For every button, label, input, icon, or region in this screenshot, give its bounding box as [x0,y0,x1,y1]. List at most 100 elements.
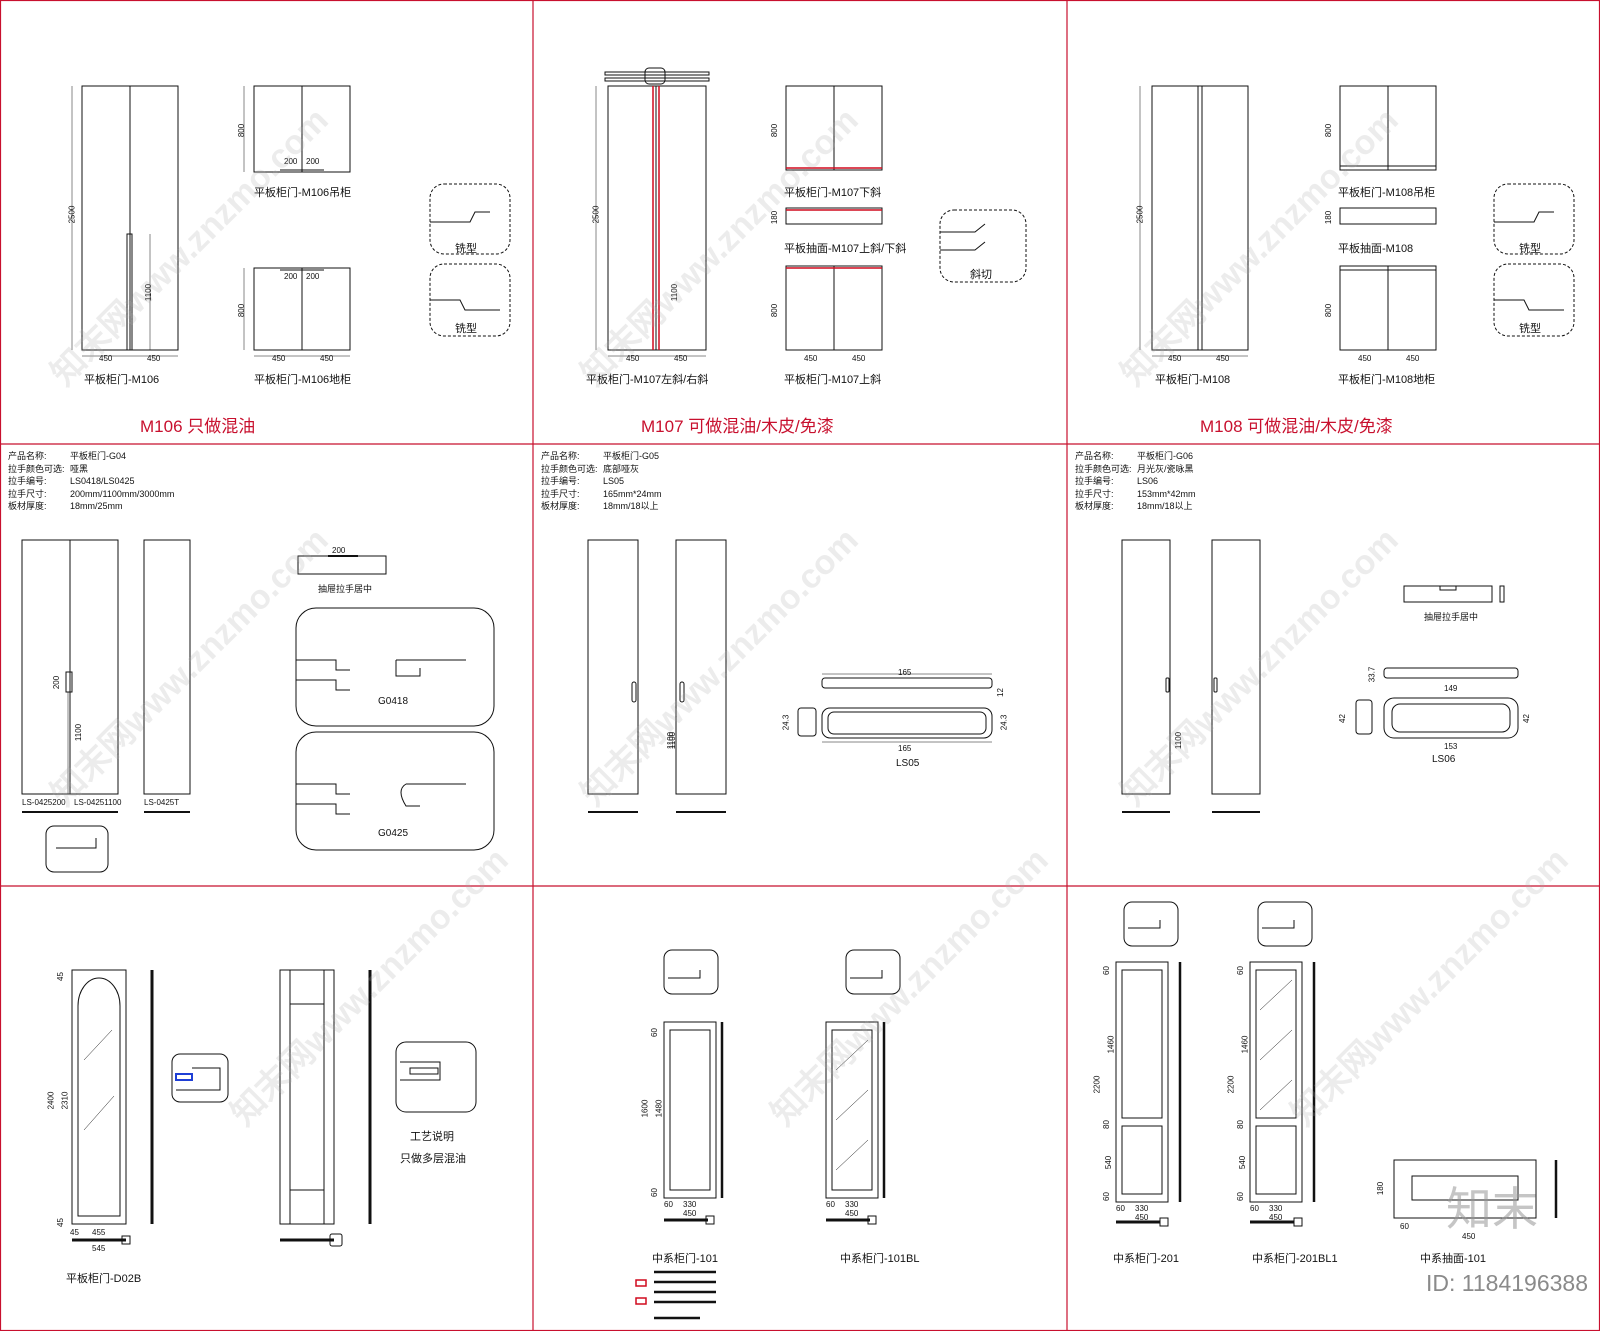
g04-section-card [45,825,109,873]
z101-doors [663,1021,886,1225]
g06-spec-v3: 153mm*42mm [1137,488,1196,499]
g06-doors [1121,539,1261,813]
m106-tall-door [71,85,179,357]
g06-spec-v0: 平板柜门-G06 [1137,451,1194,461]
m107-wall-label: 平板柜门-M107下斜 [784,187,882,199]
g05-spec-k2: 拉手编号: [541,476,580,486]
m108-door-label: 平板柜门-M108 [1155,374,1231,386]
m107-upper-h: 800 [770,123,780,138]
z101-top: 60 [649,1028,659,1037]
m107-width-2: 450 [674,354,688,363]
m107-drawer-h: 180 [770,210,780,225]
m107-base-label: 平板柜门-M107上斜 [784,374,882,386]
g05-h2: 24.3 [999,714,1009,731]
z201-drawer-side: 60 [1400,1222,1409,1231]
m108-tall-door [1139,85,1249,357]
g04-profile-cards [295,607,495,851]
m108-milling-1: 铣型 [1519,243,1541,255]
m108-drawer [1339,207,1437,225]
m108-width-1: 450 [1168,354,1182,363]
d02b-width: 455 [92,1228,106,1237]
m107-bevel-label: 斜切 [970,269,992,281]
z201-top: 60 [1101,966,1111,975]
g04-sub-label-2: LS-04251100 [74,798,122,807]
g05-spec: 产品名称:平板柜门-G05 拉手颜色可选:底部哑灰 拉手编号:LS05 拉手尺寸… [541,450,662,513]
m108-base-w1: 450 [1358,354,1372,363]
z101-w-inner: 330 [683,1200,697,1209]
g04-spec-k1: 拉手颜色可选: [8,463,65,474]
m107-base-w2: 450 [852,354,866,363]
m106-pull-4: 200 [306,272,320,281]
m107-base-cabinet [785,265,883,351]
m106-wall-label: 平板柜门-M106吊柜 [254,187,352,199]
z101bl-w-inner: 330 [845,1200,859,1209]
g05-handle-name: LS05 [896,758,920,769]
g04-spec-k2: 拉手编号: [8,476,47,486]
z201bl-side: 60 [1250,1204,1259,1213]
g06-h: 42 [1337,714,1347,723]
m106-door-label: 平板柜门-M106 [84,374,160,386]
d02b-arched-door [71,969,154,1245]
z201bl-bottom: 60 [1235,1192,1245,1201]
g05-spec-k1: 拉手颜色可选: [541,463,598,474]
g05-h: 24.3 [781,714,791,731]
m106-pull-1: 200 [284,157,298,166]
m108-height-dim: 2500 [1135,205,1145,224]
m106-base-label: 平板柜门-M106地柜 [254,374,352,386]
m107-base-w1: 450 [804,354,818,363]
z201bl-mid: 80 [1235,1120,1245,1129]
m108-upper-h: 800 [1324,123,1334,138]
g06-handle-drawings [1355,667,1519,739]
z201bl-top: 60 [1235,966,1245,975]
g04-sub-label-3: LS-0425T [144,798,180,807]
g04-spec-k0: 产品名称: [8,451,47,461]
g04-profile-1: G0418 [378,696,409,707]
g04-spec-k4: 板材厚度: [8,501,47,511]
g06-spec-k1: 拉手颜色可选: [1075,463,1132,474]
m107-bevel-detail [939,209,1027,283]
image-id: ID: 1184196388 [1426,1270,1588,1296]
m108-drawer-h: 180 [1324,210,1334,225]
m106-pull-3: 200 [284,272,298,281]
m107-title: M107 可做混油/木皮/免漆 [641,417,834,436]
z201bl-upper: 1460 [1240,1035,1250,1054]
z201-side: 60 [1116,1204,1125,1213]
g06-spec-v4: 18mm/18以上 [1137,501,1193,511]
z101-w-total: 450 [683,1209,697,1218]
g04-spec-v1: 哑黑 [70,463,89,474]
z201-drawer [1393,1159,1558,1219]
g05-spec-k0: 产品名称: [541,451,580,461]
g04-sub-label-1: LS-0425200 [22,798,66,807]
z201-door-label: 中系柜门-201 [1113,1253,1180,1265]
g04-spec-v0: 平板柜门-G04 [70,451,127,461]
g06-h2: 42 [1521,714,1531,723]
z201-height: 2200 [1092,1075,1102,1094]
m108-milling-details [1493,183,1575,337]
m106-base-w1: 450 [272,354,286,363]
g05-spec-k4: 板材厚度: [541,501,580,511]
m106-width-1: 450 [99,354,113,363]
g04-spec-k3: 拉手尺寸: [8,488,47,499]
brand-logo: 知末 [1446,1182,1538,1236]
g06-spec-k0: 产品名称: [1075,451,1114,461]
m106-height-dim: 2500 [67,205,77,224]
g06-handle-h: 1100 [1174,731,1184,750]
g06-spec-v1: 月光灰/瓷咏黑 [1137,463,1194,474]
m107-height-dim: 2500 [591,205,601,224]
m106-milling-details [429,183,511,337]
g06-spec: 产品名称:平板柜门-G06 拉手颜色可选:月光灰/瓷咏黑 拉手编号:LS06 拉… [1075,450,1196,513]
g04-drawer-pull-dim: 200 [332,546,346,555]
g04-handle-dim: 1100 [74,723,84,742]
z101-side: 60 [664,1200,673,1209]
g05-spec-v2: LS05 [603,476,625,486]
z101bl-w-total: 450 [845,1209,859,1218]
g05-handle-h-2: 1100 [668,731,678,750]
d02b-side: 45 [70,1228,79,1237]
z201-doors [1115,961,1316,1227]
m107-wall-cabinet [785,85,883,171]
m106-base-cabinet [243,267,351,357]
m107-width-1: 450 [626,354,640,363]
z101-door-label: 中系柜门-101 [652,1253,719,1265]
g06-drawer [1403,585,1505,603]
